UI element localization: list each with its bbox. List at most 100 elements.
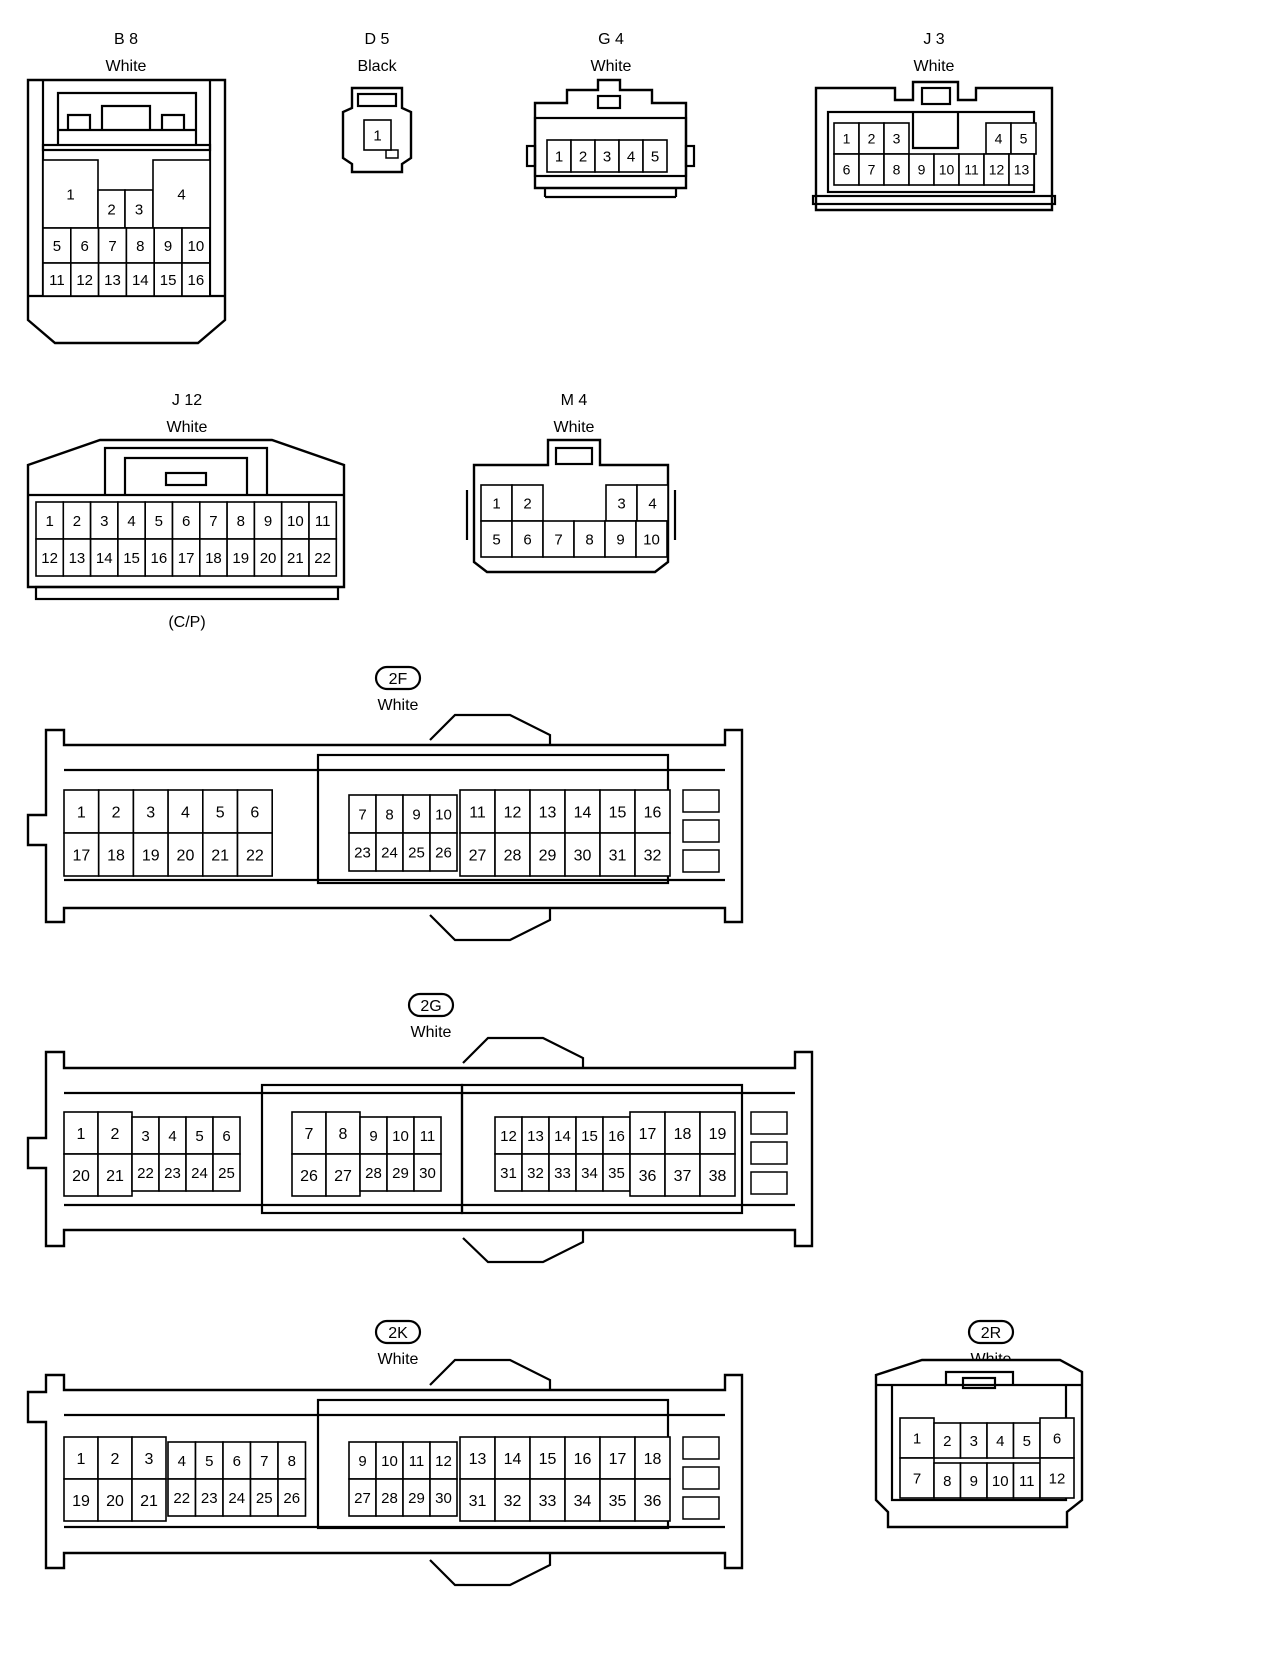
pin-2k-6: 6 [222, 1441, 252, 1480]
pin-b8-10: 10 [181, 227, 211, 264]
pin-2r-1: 1 [899, 1417, 935, 1459]
svg-text:21: 21 [140, 1493, 158, 1510]
pin-b8-5: 5 [42, 227, 72, 264]
connector-g4-body [525, 78, 696, 199]
svg-text:6: 6 [1053, 1430, 1061, 1447]
pin-2g-12: 12 [494, 1116, 523, 1155]
pin-b8-2: 2 [97, 189, 126, 229]
svg-text:3: 3 [141, 1128, 149, 1145]
svg-text:9: 9 [164, 238, 172, 255]
svg-text:13: 13 [69, 550, 86, 567]
2f-latch-slot-1 [682, 789, 720, 813]
label-j3: J 3 White [914, 31, 955, 75]
svg-text:26: 26 [435, 844, 452, 861]
pin-2g-2: 2 [97, 1111, 133, 1155]
svg-text:2: 2 [73, 513, 81, 530]
svg-text:7: 7 [108, 238, 116, 255]
svg-text:28: 28 [365, 1165, 382, 1182]
svg-text:27: 27 [469, 847, 487, 864]
svg-text:12: 12 [76, 272, 93, 289]
svg-text:20: 20 [260, 550, 277, 567]
svg-text:3: 3 [603, 148, 611, 165]
svg-text:11: 11 [315, 513, 331, 530]
svg-text:21: 21 [106, 1168, 124, 1185]
label-2f: 2F White [374, 665, 422, 714]
pin-2k-21: 21 [131, 1478, 167, 1522]
2r-code: 2R [981, 1325, 1001, 1342]
pin-2k-14: 14 [494, 1436, 531, 1480]
svg-text:4: 4 [177, 186, 185, 203]
pin-j12-14: 14 [89, 538, 119, 577]
pin-2f-20: 20 [167, 832, 204, 877]
svg-text:1: 1 [492, 495, 500, 512]
pin-2f-16: 16 [634, 789, 671, 834]
d5-color: Black [357, 58, 397, 75]
svg-text:21: 21 [287, 550, 304, 567]
pin-2f-22: 22 [236, 832, 274, 877]
2g-color: White [411, 1024, 452, 1041]
svg-text:22: 22 [173, 1490, 190, 1507]
svg-text:15: 15 [539, 1451, 557, 1468]
svg-text:11: 11 [420, 1128, 436, 1145]
svg-text:16: 16 [644, 804, 662, 821]
svg-text:6: 6 [523, 531, 531, 548]
2g-code: 2G [420, 998, 441, 1015]
svg-text:3: 3 [970, 1433, 978, 1450]
pin-2g-14: 14 [548, 1116, 577, 1155]
pin-2f-26: 26 [429, 832, 458, 872]
svg-text:8: 8 [288, 1453, 296, 1470]
pin-2g-28: 28 [359, 1153, 388, 1192]
svg-text:7: 7 [305, 1126, 314, 1143]
svg-text:2: 2 [111, 1451, 120, 1468]
j3-code: J 3 [923, 31, 944, 48]
2f-code-badge [374, 665, 422, 691]
svg-text:3: 3 [893, 131, 901, 147]
svg-text:19: 19 [142, 847, 160, 864]
svg-text:18: 18 [107, 847, 125, 864]
pin-2g-8: 8 [325, 1111, 361, 1155]
label-m4: M 4 White [554, 392, 595, 436]
pin-2k-11: 11 [402, 1441, 431, 1480]
pin-2g-18: 18 [664, 1111, 701, 1155]
svg-text:35: 35 [608, 1165, 625, 1182]
svg-text:5: 5 [155, 513, 163, 530]
pin-b8-14: 14 [125, 262, 156, 297]
svg-text:16: 16 [188, 272, 205, 289]
svg-text:32: 32 [504, 1493, 522, 1510]
svg-text:8: 8 [585, 531, 593, 548]
pin-2g-1: 1 [63, 1111, 99, 1155]
pin-2g-29: 29 [386, 1153, 415, 1192]
pin-b8-13: 13 [97, 262, 128, 297]
pin-b8-1: 1 [42, 159, 99, 229]
pin-2g-34: 34 [575, 1153, 604, 1192]
svg-text:9: 9 [264, 513, 272, 530]
svg-text:6: 6 [233, 1453, 241, 1470]
pin-2k-24: 24 [222, 1478, 252, 1517]
pin-2g-10: 10 [386, 1116, 415, 1155]
pin-2r-2: 2 [933, 1422, 962, 1459]
pin-2f-13: 13 [529, 789, 566, 834]
svg-text:12: 12 [41, 550, 58, 567]
label-b8: B 8 White [106, 31, 147, 75]
svg-text:3: 3 [146, 804, 155, 821]
pin-2k-4: 4 [167, 1441, 197, 1480]
pin-j3-5: 5 [1010, 122, 1037, 155]
svg-text:18: 18 [644, 1451, 662, 1468]
pin-2f-28: 28 [494, 832, 531, 877]
svg-text:9: 9 [358, 1453, 366, 1470]
pin-g4-3: 3 [594, 139, 620, 173]
svg-text:26: 26 [300, 1168, 318, 1185]
pin-2r-4: 4 [986, 1422, 1015, 1459]
pin-2g-27: 27 [325, 1153, 361, 1197]
pin-2r-12: 12 [1039, 1457, 1075, 1499]
svg-text:30: 30 [419, 1165, 436, 1182]
pin-m4-5: 5 [480, 520, 513, 558]
j3-color: White [914, 58, 955, 75]
pin-2r-7: 7 [899, 1457, 935, 1499]
pin-m4-1: 1 [480, 484, 513, 522]
pin-b8-9: 9 [153, 227, 183, 264]
svg-text:7: 7 [260, 1453, 268, 1470]
svg-text:11: 11 [964, 162, 979, 178]
svg-text:17: 17 [609, 1451, 627, 1468]
svg-text:1: 1 [77, 1126, 86, 1143]
